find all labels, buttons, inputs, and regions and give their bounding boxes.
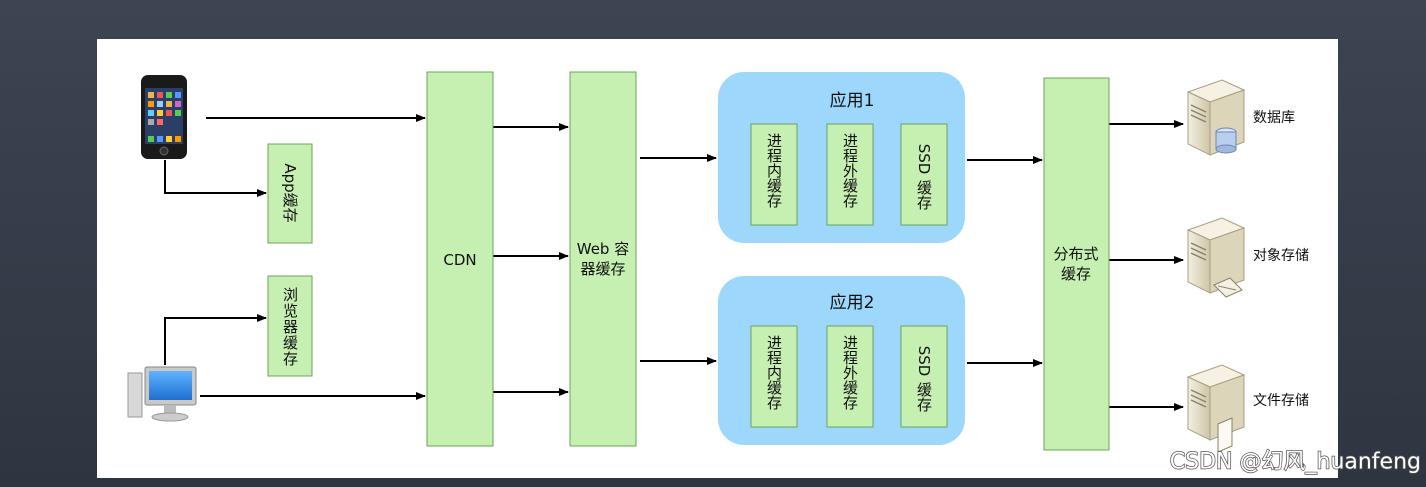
csdn-watermark: CSDN @幻风_huanfeng [1170, 450, 1421, 475]
app2-ssd-label: SSD [915, 346, 933, 377]
desktop-computer-icon [127, 366, 197, 422]
browser-cache-label: 浏览器缓存 [281, 287, 299, 367]
app2-out-process-cache-label: 进程外缓存 [841, 335, 859, 410]
diagram-panel [97, 39, 1338, 478]
database-server-icon [1186, 79, 1246, 156]
app2-title: 应用2 [830, 293, 875, 313]
app1-group: 应用1 进程内缓存 进程外缓存 SSD 缓存 [718, 72, 965, 243]
app1-in-process-cache-label: 进程内缓存 [765, 133, 783, 208]
file-storage-label: 文件存储 [1253, 393, 1309, 409]
smartphone-icon [141, 75, 187, 159]
app-cache-box: App缓存 [267, 143, 313, 244]
app1-out-process-cache-label: 进程外缓存 [841, 133, 859, 208]
object-storage-label: 对象存储 [1253, 248, 1309, 264]
app2-group: 应用2 进程内缓存 进程外缓存 SSD 缓存 [718, 276, 965, 445]
cdn-label: CDN [443, 251, 476, 269]
web-cache-label-line2: 器缓存 [580, 260, 625, 278]
app2-in-process-cache-label: 进程内缓存 [765, 335, 783, 410]
app2-in-process-cache-box [750, 325, 798, 428]
app2-ssd-cache-label: 缓存 [915, 382, 933, 412]
app2-ssd-cache-box [900, 325, 948, 428]
arrow-pc-to-browser-cache [164, 314, 267, 365]
file-storage-server-icon [1186, 364, 1246, 453]
connectors [164, 114, 1184, 411]
object-storage-server-icon [1186, 217, 1246, 298]
web-container-cache-box: Web 容 器缓存 [569, 71, 637, 447]
app1-out-process-cache-box [826, 123, 874, 226]
app1-ssd-cache-box [900, 123, 948, 226]
arrow-phone-to-app-cache [164, 160, 267, 197]
app1-title: 应用1 [830, 91, 875, 111]
distributed-cache-box: 分布式 缓存 [1043, 77, 1110, 451]
web-cache-label-line1: Web 容 [577, 240, 629, 258]
cdn-box: CDN [426, 71, 494, 447]
app1-ssd-label: SSD [915, 144, 933, 175]
app1-in-process-cache-box [750, 123, 798, 226]
app2-out-process-cache-box [826, 325, 874, 428]
browser-cache-box: 浏览器缓存 [267, 275, 313, 377]
app-cache-label: App缓存 [281, 163, 299, 222]
distributed-cache-label-line1: 分布式 [1053, 245, 1098, 263]
distributed-cache-label-line2: 缓存 [1061, 265, 1091, 283]
app1-ssd-cache-label: 缓存 [915, 180, 933, 210]
database-label: 数据库 [1253, 110, 1295, 126]
